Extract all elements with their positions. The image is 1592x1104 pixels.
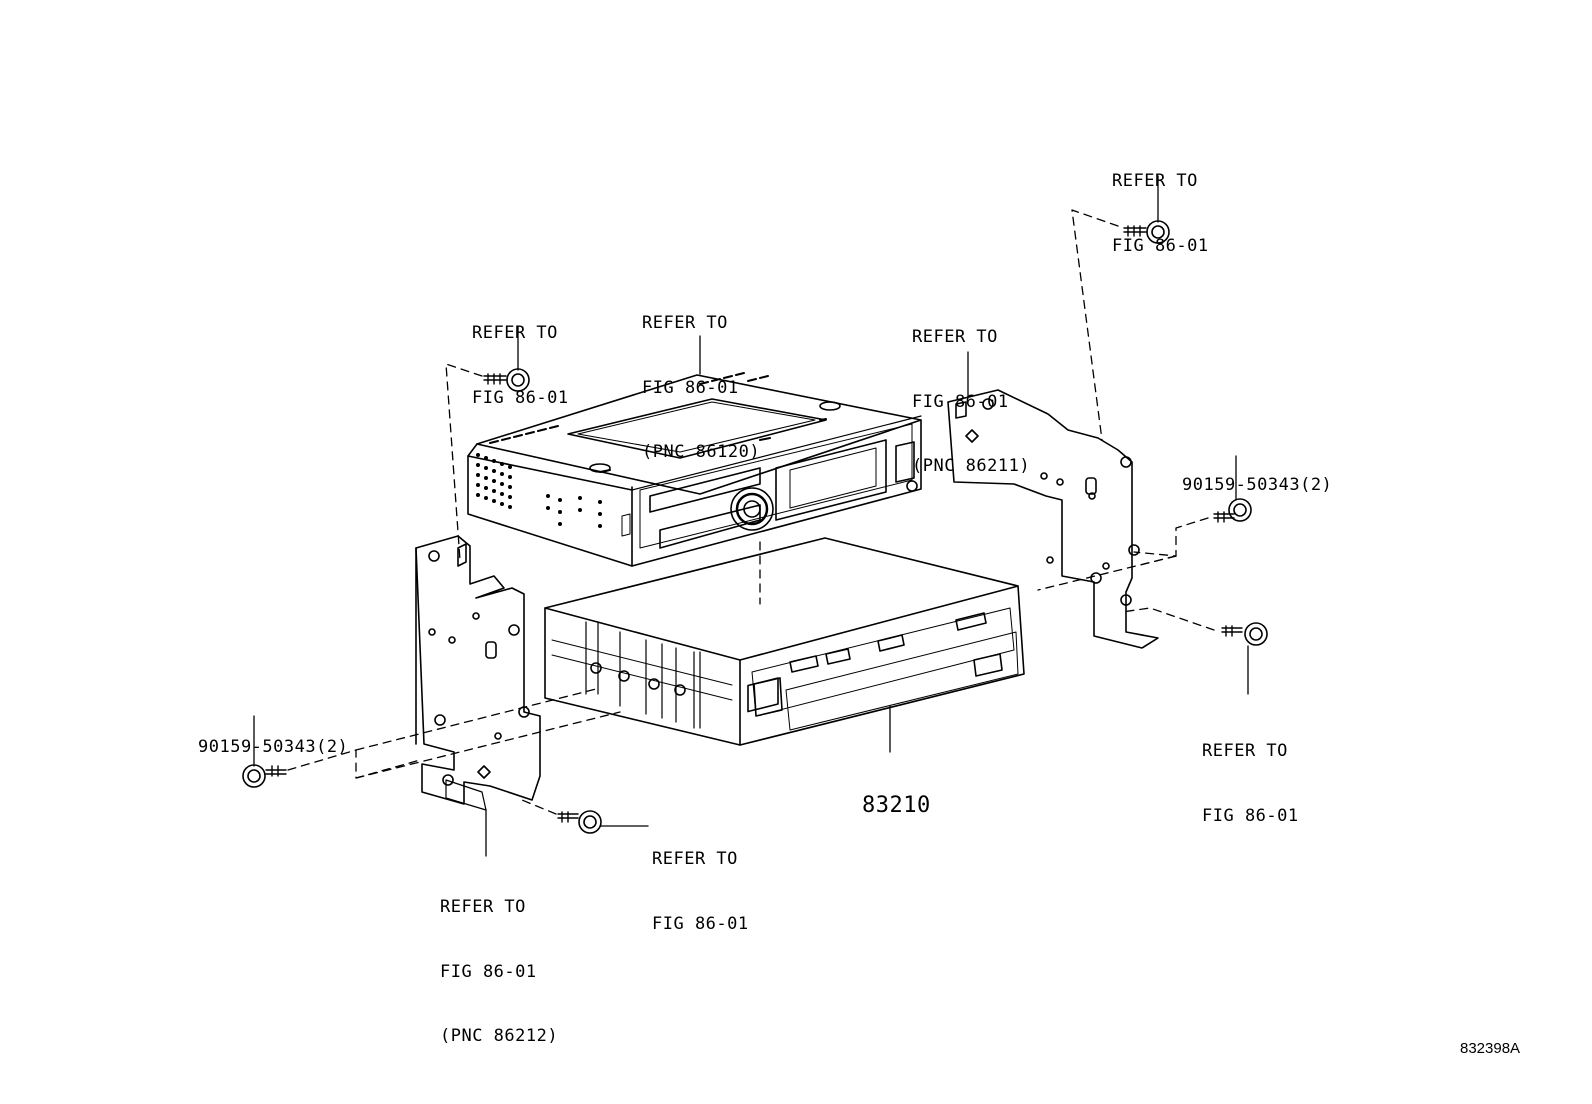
label-refer-right-lower-screw: REFER TO FIG 86-01 [1202, 698, 1299, 849]
label-line: REFER TO [440, 897, 526, 917]
label-line: 90159-50343(2) [1182, 475, 1333, 495]
label-refer-bottom-screw: REFER TO FIG 86-01 [652, 806, 749, 957]
label-part-number: 83210 [862, 752, 931, 838]
label-line: FIG 86-01 [1112, 235, 1209, 256]
label-line: 90159-50343(2) [198, 737, 349, 757]
label-line: (PNC 86211) [912, 456, 1031, 476]
screw-bottom [558, 811, 601, 833]
label-line: REFER TO [652, 849, 738, 869]
label-line: REFER TO [1112, 171, 1198, 191]
label-refer-radio: REFER TO FIG 86-01 (PNC 86120) [642, 270, 760, 485]
label-line: REFER TO [642, 313, 728, 333]
label-line: FIG 86-01 [1202, 805, 1299, 826]
part-number-text: 83210 [862, 793, 931, 818]
diagram-id: 832398A [1460, 1040, 1521, 1057]
label-line: REFER TO [912, 327, 998, 347]
label-bolt-left: 90159-50343(2) [198, 694, 348, 780]
label-line: REFER TO [1202, 741, 1288, 761]
label-line: (PNC 86212) [440, 1026, 559, 1046]
receiver-box [545, 538, 1024, 745]
label-line: FIG 86-01 [642, 377, 739, 398]
label-refer-right-bracket: REFER TO FIG 86-01 (PNC 86211) [912, 284, 1030, 499]
label-refer-left-bracket: REFER TO FIG 86-01 (PNC 86212) [440, 854, 558, 1069]
label-line: FIG 86-01 [440, 961, 537, 982]
label-line: FIG 86-01 [912, 391, 1009, 412]
label-refer-top-right: REFER TO FIG 86-01 [1112, 128, 1209, 279]
label-refer-left-screw: REFER TO FIG 86-01 [472, 280, 569, 431]
assembly-dashed-lines [288, 210, 1214, 814]
left-bracket [416, 536, 540, 810]
label-line: FIG 86-01 [652, 913, 749, 934]
label-bolt-right: 90159-50343(2) [1182, 432, 1332, 518]
right-bracket [948, 390, 1158, 648]
bolt-right [1214, 499, 1251, 522]
radio-head-unit [468, 373, 921, 566]
leader-lines [254, 176, 1248, 856]
label-line: REFER TO [472, 323, 558, 343]
screw-right-lower [1222, 623, 1267, 645]
label-line: FIG 86-01 [472, 387, 569, 408]
label-line: (PNC 86120) [642, 442, 761, 462]
